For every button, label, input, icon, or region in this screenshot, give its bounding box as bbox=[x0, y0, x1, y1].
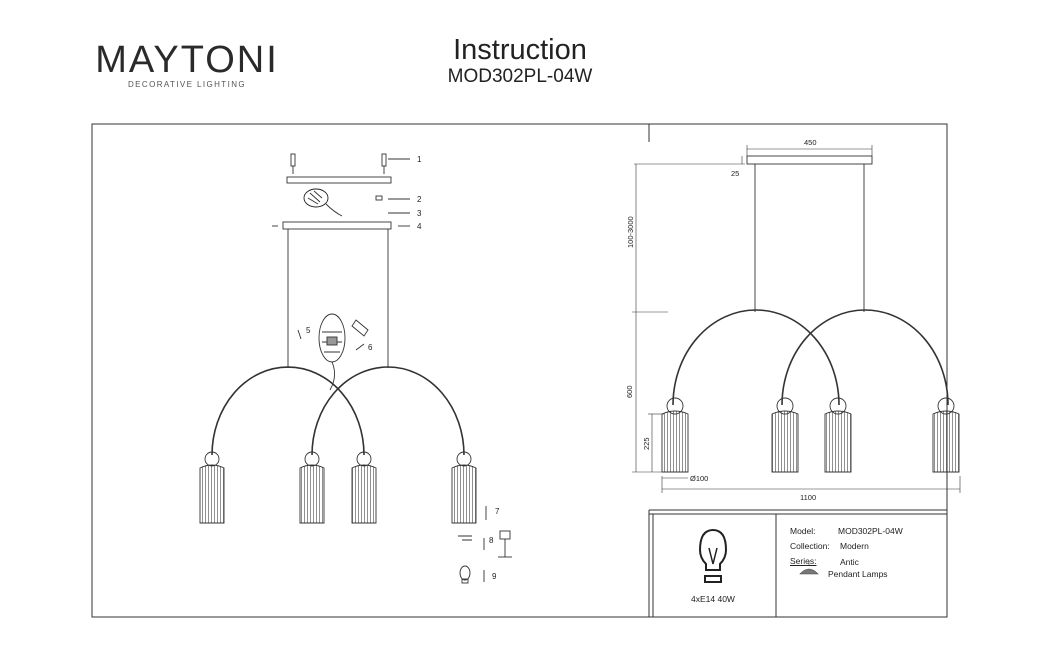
bulb-icon bbox=[698, 528, 728, 583]
allen-key bbox=[351, 319, 369, 337]
callout-4: 4 bbox=[417, 222, 422, 231]
dim-label-600: 600 bbox=[625, 385, 634, 398]
leader-line-5 bbox=[297, 329, 302, 340]
series-value: Antic bbox=[840, 557, 859, 567]
dim-label-25: 25 bbox=[731, 169, 739, 178]
series-label: Series: bbox=[790, 556, 817, 566]
dim-label-450: 450 bbox=[804, 138, 817, 147]
wiring-connector bbox=[303, 188, 383, 217]
dim-arch-left bbox=[672, 309, 840, 406]
outer-border bbox=[91, 123, 948, 618]
document-title-block: Instruction MOD302PL-04W bbox=[440, 34, 600, 88]
arch-right bbox=[311, 366, 465, 456]
dim-label-diameter: Ø100 bbox=[690, 474, 708, 483]
model-value: MOD302PL-04W bbox=[838, 526, 903, 536]
shade-3 bbox=[351, 451, 377, 524]
cable-adjuster-detail bbox=[318, 313, 369, 391]
bulb-detail bbox=[459, 565, 471, 584]
callout-numbers: 1 2 3 4 5 6 7 8 9 bbox=[306, 155, 500, 581]
callout-5: 5 bbox=[306, 326, 311, 335]
collection-value: Modern bbox=[840, 541, 869, 551]
screw-detail bbox=[355, 343, 365, 351]
callout-3: 3 bbox=[417, 209, 422, 218]
brand-logo: MAYTONI DECORATIVE LIGHTING bbox=[92, 40, 282, 89]
screw-anchor-right bbox=[381, 153, 387, 174]
type-value: Pendant Lamps bbox=[828, 569, 888, 579]
callout-9: 9 bbox=[492, 572, 497, 581]
dim-shade-3 bbox=[824, 397, 852, 473]
dim-canopy bbox=[746, 155, 873, 165]
callout-8: 8 bbox=[489, 536, 494, 545]
shade-1 bbox=[199, 451, 225, 524]
callout-2: 2 bbox=[417, 195, 422, 204]
model-code: MOD302PL-04W bbox=[447, 66, 593, 87]
dim-label-cable: 100-3000 bbox=[626, 216, 635, 248]
dimension-drawing bbox=[632, 145, 961, 493]
document-title: Instruction bbox=[453, 34, 587, 66]
dim-shade-4 bbox=[932, 397, 960, 473]
model-label: Model: bbox=[790, 526, 816, 536]
dim-shade-2 bbox=[771, 397, 799, 473]
bulb-spec: 4xE14 40W bbox=[691, 594, 735, 604]
dim-arch-right bbox=[781, 309, 949, 406]
dim-label-1100: 1100 bbox=[800, 493, 816, 502]
callout-6: 6 bbox=[368, 343, 373, 352]
arch-left bbox=[211, 366, 365, 456]
dimension-labels: 450 25 100-3000 600 225 Ø100 1100 bbox=[625, 138, 817, 502]
brand-name-text: MAYTONI bbox=[95, 39, 279, 81]
brand-tagline: DECORATIVE LIGHTING bbox=[127, 80, 247, 89]
shade-2 bbox=[299, 451, 325, 524]
canopy bbox=[282, 221, 392, 230]
mounting-bracket bbox=[286, 176, 392, 184]
callout-7: 7 bbox=[495, 507, 500, 516]
info-panel-box bbox=[652, 513, 948, 618]
assembly-drawing bbox=[199, 153, 512, 584]
dim-shade-1 bbox=[661, 397, 689, 473]
lamp-holder-detail bbox=[458, 530, 512, 558]
collection-label: Collection: bbox=[790, 541, 830, 551]
screw-anchor-left bbox=[290, 153, 296, 174]
adjuster-cable bbox=[329, 361, 335, 391]
callout-1: 1 bbox=[417, 155, 422, 164]
pendant-lamp-type-icon bbox=[799, 561, 819, 575]
shade-4 bbox=[451, 451, 477, 524]
brand-name: MAYTONI bbox=[92, 40, 282, 80]
dim-label-225: 225 bbox=[642, 437, 651, 450]
drawing-frame bbox=[91, 123, 948, 618]
